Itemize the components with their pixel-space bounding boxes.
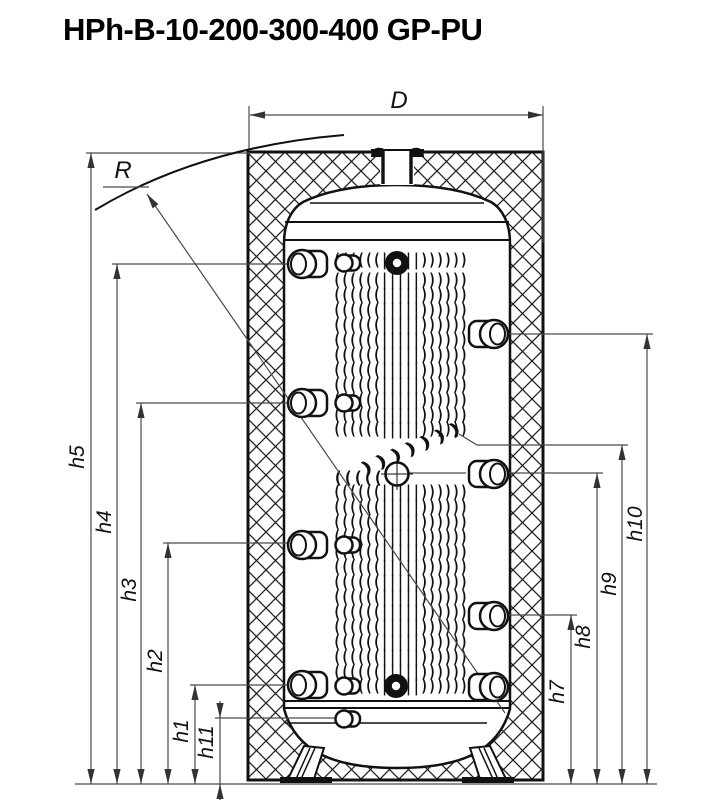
coil-row: ((((((|||||)))))) [333,513,468,533]
port-right-2 [467,458,510,490]
pocket-4 [334,676,362,696]
coil-row: ((((((|||||)))))) [333,603,468,623]
coil-row: ((((((|||||)))))) [333,633,468,653]
top-nozzle [371,147,424,185]
port-left-2 [286,387,329,419]
coil-row: ((((((|||||)))))) [333,286,468,306]
coil-row: ((((((|||||)))))) [333,361,468,381]
sensor-wells [384,251,409,698]
label-h9: h9 [598,572,621,596]
label-diameter: D [390,87,408,114]
pocket-1 [334,253,362,273]
radius-leader-line [146,193,506,714]
coil-row: ((((((|||||)))))) [333,588,468,608]
weld-seams [284,202,510,724]
center-connection [381,458,413,490]
pocket-bottom [334,709,362,729]
port-left-1 [286,248,329,280]
label-h5: h5 [66,445,89,469]
coil-row: ((((((|||||)))))) [333,648,468,668]
label-h8: h8 [572,625,595,649]
right-connections [467,318,510,703]
coil-row: ((((((|||||)))))) [333,573,468,593]
port-right-1 [467,318,510,350]
coil-row: ((((((|||||)))))) [333,376,468,396]
coil-row: ((((((|||||)))))) [333,406,468,426]
coil-row: ((((((|||||)))))) [333,543,468,563]
drawing-title: HPh-B-10-200-300-400 GP-PU [63,12,483,47]
coil-row: ((((((|||||)))))) [333,618,468,638]
foot-pad-left [280,777,332,783]
coil-row: ((((((|||||)))))) [333,558,468,578]
coil-row: ((((((|||||)))))) [333,528,468,548]
label-h3: h3 [118,578,141,602]
coil-row: ((((((|||||)))))) [333,331,468,351]
port-right-4 [467,671,510,703]
pocket-3 [334,535,362,555]
pocket-2 [334,393,362,413]
foot-pad-right [462,777,514,783]
heat-exchanger-coils: ((((((|||||))))))((((((|||||))))))((((((… [333,251,468,697]
coil-row: ((((((|||||)))))) [333,301,468,321]
label-h10: h10 [624,506,647,542]
port-right-3 [467,600,510,632]
radius-annotation [94,134,345,211]
coil-row: ((((((|||||)))))) [333,483,468,503]
port-left-4 [286,669,329,701]
coil-row: ((((((|||||)))))) [333,663,468,683]
coil-row: ((((((|||||)))))) [333,346,468,366]
coil-row: ((((((|||||)))))) [333,271,468,291]
coil-row: ((((( [333,469,383,489]
support-legs [280,744,514,783]
label-h4: h4 [93,510,116,534]
label-radius: R [114,157,132,184]
label-h11: h11 [195,725,218,759]
dimension-lines [87,111,651,800]
extension-lines [75,106,657,785]
coil-row: ((((((|||||)))))) [333,391,468,411]
sensor-pockets [334,253,362,729]
label-h1: h1 [170,719,193,743]
coil-row: ((((((|||||)))))) [333,316,468,336]
label-h2: h2 [144,649,167,673]
left-connections [286,248,329,701]
port-left-3 [286,529,329,561]
coil-row: ((((((|||||)))))) [333,420,468,440]
label-h7: h7 [546,680,569,704]
